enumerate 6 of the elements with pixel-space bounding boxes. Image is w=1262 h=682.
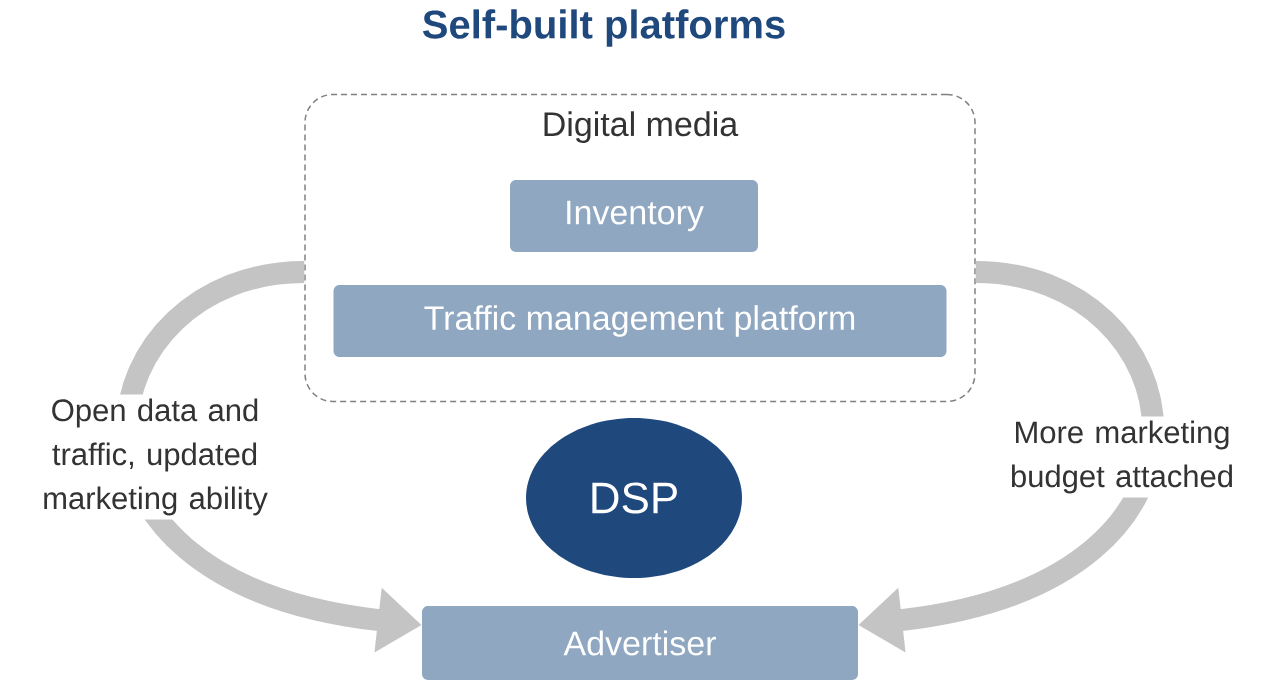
process-box: Advertiser (422, 606, 858, 680)
process-box: Traffic management platform (333, 285, 947, 357)
process-box: Inventory (510, 180, 758, 252)
edge-label: Open data and traffic, updated marketing ability (11, 394, 299, 520)
title: Self-built platforms (422, 9, 785, 47)
edge-label: More marketing budget attached (998, 416, 1246, 498)
